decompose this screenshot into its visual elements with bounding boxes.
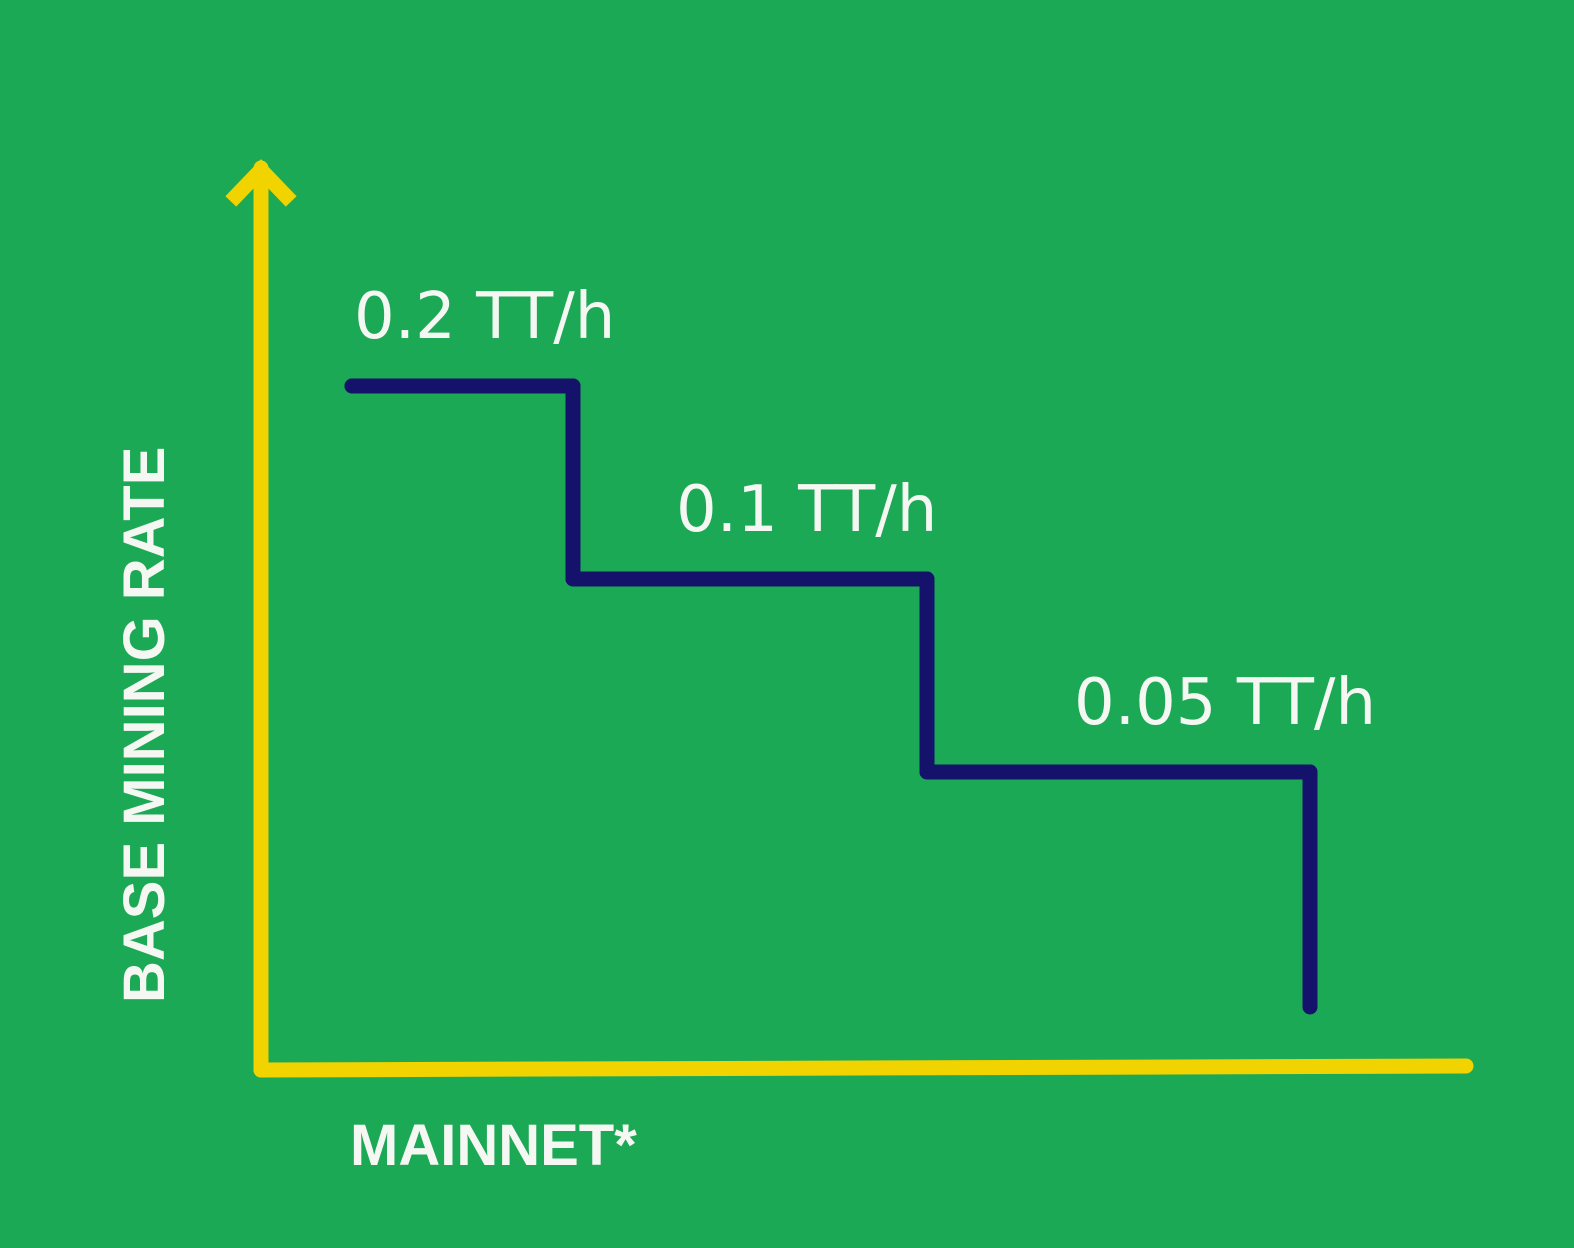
x-axis-line — [253, 1058, 1474, 1078]
value-labels: 0.2 TT/h 0.1 TT/h 0.05 TT/h — [354, 280, 1376, 740]
axes — [225, 159, 1474, 1078]
value-label-1: 0.2 TT/h — [354, 280, 615, 354]
step-series — [344, 378, 1318, 1015]
y-axis-label: BASE MINING RATE — [112, 447, 177, 1003]
value-label-3: 0.05 TT/h — [1074, 666, 1376, 740]
value-label-2: 0.1 TT/h — [676, 473, 937, 547]
y-axis-arrow-icon — [225, 159, 297, 207]
x-axis-label: MAINNET* — [350, 1113, 637, 1178]
